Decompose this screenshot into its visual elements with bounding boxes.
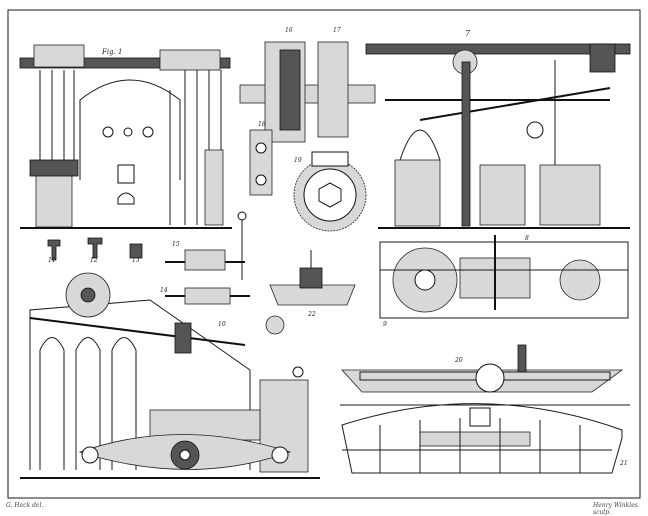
label-fig-18: 18: [258, 121, 266, 128]
label-fig-11: 11: [48, 257, 56, 264]
label-fig-12: 12: [90, 257, 98, 264]
label-fig-17: 17: [333, 27, 341, 34]
figures-8-9-engine-plan: [379, 235, 629, 319]
label-fig-7: 7: [465, 29, 471, 38]
label-fig-19: 19: [294, 157, 302, 164]
label-fig-15: 15: [172, 241, 180, 248]
label-fig-13: 13: [132, 257, 140, 264]
figures-16-17-18-parts: [239, 41, 376, 196]
label-fig-1: Fig. 1: [101, 48, 122, 56]
label-fig-14: 14: [160, 287, 168, 294]
label-fig-16: 16: [285, 27, 293, 34]
figure-7-beam-engine: [365, 43, 631, 229]
figure-21-hull-plan: [341, 403, 623, 474]
figures-11-12-13-valves: [47, 237, 143, 261]
figure-22-boat-section: [269, 250, 356, 306]
label-fig-20: 20: [454, 357, 463, 364]
label-fig-22: 22: [307, 311, 316, 318]
label-fig-10: 10: [218, 321, 226, 328]
engraver-credit: Henry Winkles sculp.: [593, 502, 638, 516]
label-fig-8: 8: [525, 235, 529, 242]
label-fig-9: 9: [383, 321, 387, 328]
figure-10-gothic-beam-engine: [20, 272, 320, 479]
figure-19-gear-wheel: [293, 151, 367, 232]
plate-border: [7, 9, 641, 499]
draughtsman-credit: G. Heck del.: [6, 502, 44, 509]
figures-14-15-valve-gear: [165, 211, 250, 305]
figure-1-column-engine: [19, 44, 232, 229]
label-fig-21: 21: [619, 460, 628, 467]
figure-20-steamship-elevation: [340, 344, 630, 406]
